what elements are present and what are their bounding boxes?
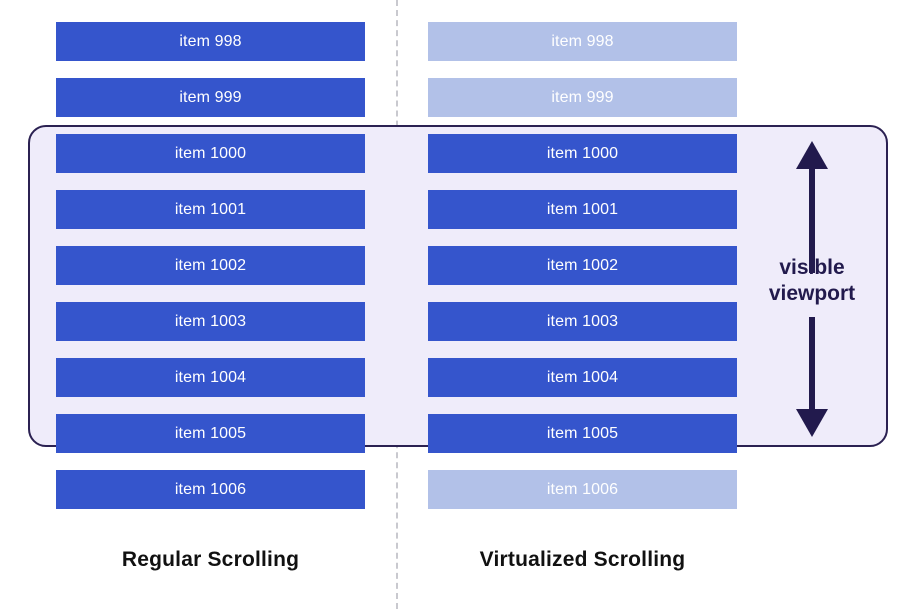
list-item[interactable]: item 1001 — [428, 190, 737, 229]
list-item-label: item 999 — [551, 88, 614, 106]
list-item[interactable]: item 999 — [428, 78, 737, 117]
list-item[interactable]: item 1005 — [428, 414, 737, 453]
list-item-label: item 998 — [551, 32, 614, 50]
list-item[interactable]: item 1005 — [56, 414, 365, 453]
list-item[interactable]: item 1002 — [56, 246, 365, 285]
list-item-label: item 1001 — [546, 200, 619, 218]
list-item-label: item 1002 — [174, 256, 247, 274]
list-item-label: item 1000 — [174, 144, 247, 162]
list-item-label: item 1005 — [546, 424, 619, 442]
list-item[interactable]: item 999 — [56, 78, 365, 117]
list-item-label: item 1004 — [174, 368, 247, 386]
caption-virtualized-scrolling: Virtualized Scrolling — [479, 548, 686, 571]
list-item[interactable]: item 1003 — [428, 302, 737, 341]
list-item[interactable]: item 1002 — [428, 246, 737, 285]
list-item[interactable]: item 1003 — [56, 302, 365, 341]
list-item-label: item 1001 — [174, 200, 247, 218]
list-item[interactable]: item 1000 — [428, 134, 737, 173]
list-item[interactable]: item 998 — [56, 22, 365, 61]
list-item-label: item 998 — [179, 32, 242, 50]
list-item-label: item 1002 — [546, 256, 619, 274]
list-item-label: item 1003 — [174, 312, 247, 330]
list-item-label: item 1006 — [174, 480, 247, 498]
list-item-label: item 1003 — [546, 312, 619, 330]
list-item[interactable]: item 1006 — [56, 470, 365, 509]
list-item-label: item 1004 — [546, 368, 619, 386]
visible-viewport-label: visible viewport — [768, 256, 856, 306]
list-item[interactable]: item 1006 — [428, 470, 737, 509]
list-item-label: item 1006 — [546, 480, 619, 498]
list-item[interactable]: item 1004 — [56, 358, 365, 397]
list-item[interactable]: item 1004 — [428, 358, 737, 397]
caption-regular-scrolling: Regular Scrolling — [121, 548, 300, 571]
list-item[interactable]: item 998 — [428, 22, 737, 61]
list-item-label: item 1005 — [174, 424, 247, 442]
list-item-label: item 1000 — [546, 144, 619, 162]
list-item[interactable]: item 1001 — [56, 190, 365, 229]
list-item-label: item 999 — [179, 88, 242, 106]
list-item[interactable]: item 1000 — [56, 134, 365, 173]
